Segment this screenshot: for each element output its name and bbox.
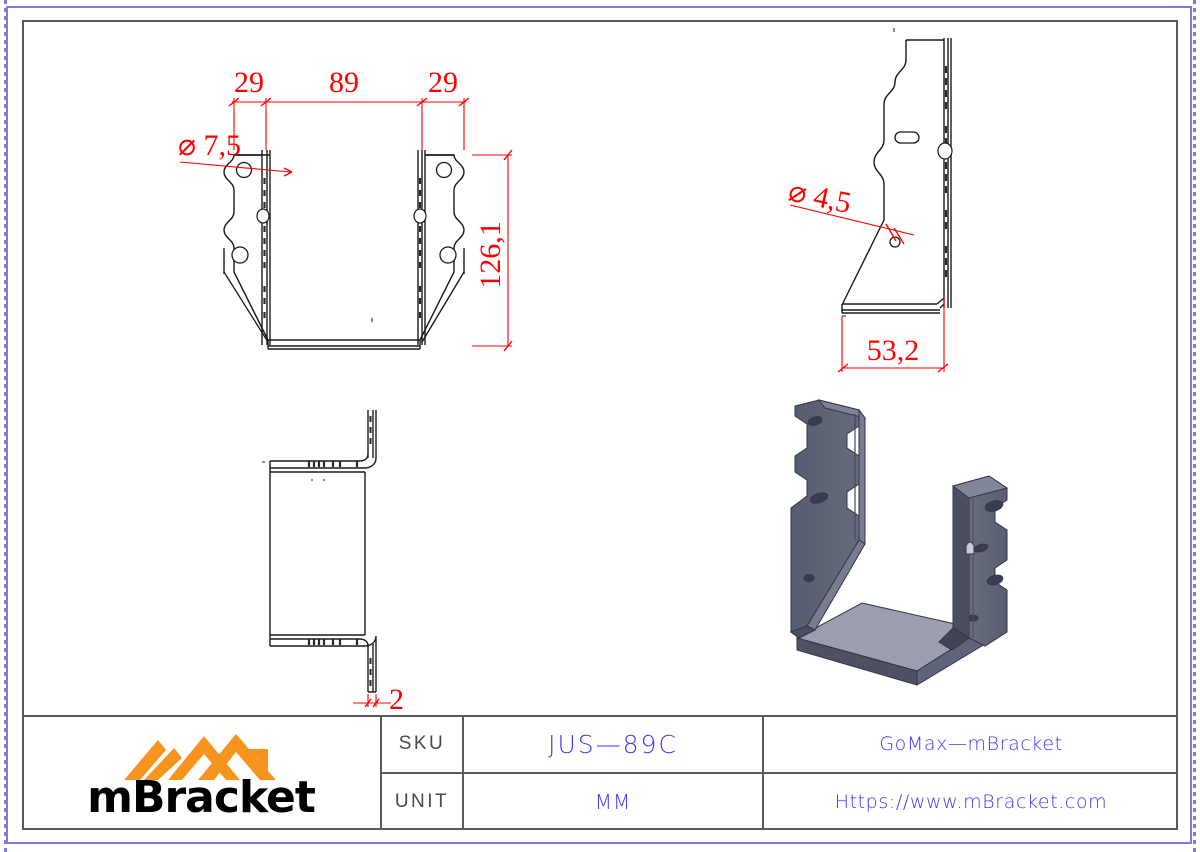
brand-url-text[interactable]: Https://www.mBracket.com bbox=[834, 790, 1108, 813]
isometric-3d-view bbox=[767, 388, 1087, 718]
label-unit-text: UNIT bbox=[394, 790, 450, 812]
value-unit-text: MM bbox=[594, 789, 632, 814]
side-view-geometry bbox=[841, 28, 953, 317]
label-sku-text: SKU bbox=[398, 733, 446, 755]
title-block-label-column: SKU UNIT bbox=[382, 717, 464, 830]
side-view-dimension-lines bbox=[789, 204, 949, 373]
title-block-label-unit: UNIT bbox=[382, 774, 462, 831]
iso-part-body bbox=[789, 399, 1009, 686]
side-elevation-view: ⌀ 4,5 53,2 bbox=[762, 20, 1092, 390]
page-border-dash-right bbox=[1193, 0, 1196, 852]
title-block-logo-cell: mBracket bbox=[22, 717, 382, 830]
title-block-value-column: JUS—89C MM bbox=[464, 717, 764, 830]
title-block-brand-name: GoMax—mBracket bbox=[764, 717, 1178, 774]
dimension-text-overall-height: 126,1 bbox=[474, 221, 507, 289]
roof-peaks-logo-icon bbox=[124, 733, 276, 780]
title-block-brand-url[interactable]: Https://www.mBracket.com bbox=[764, 774, 1178, 831]
dimension-text-left-flange-width: 29 bbox=[234, 66, 264, 99]
dimension-text-large-hole-diameter: ⌀ 7,5 bbox=[178, 129, 241, 162]
top-view-geometry bbox=[262, 410, 377, 693]
dimension-text-material-thickness: 2 bbox=[389, 683, 404, 715]
title-block-label-sku: SKU bbox=[382, 717, 462, 774]
dimension-text-right-flange-width: 29 bbox=[428, 66, 458, 99]
title-block: mBracket SKU UNIT JUS—89C MM GoMax—mBrac… bbox=[22, 715, 1178, 830]
front-view-dimension-lines bbox=[179, 97, 513, 352]
front-view-geometry bbox=[223, 150, 465, 350]
drawing-frame bbox=[22, 20, 1178, 830]
brand-name-text: GoMax—mBracket bbox=[879, 733, 1063, 756]
dimension-text-center-width: 89 bbox=[329, 66, 359, 99]
top-plan-view: 2 bbox=[237, 410, 467, 715]
front-elevation-view: 29 89 29 126,1 ⌀ 7,5 bbox=[172, 50, 552, 390]
dimension-text-side-depth: 53,2 bbox=[867, 334, 920, 367]
top-view-dimension-lines bbox=[353, 694, 391, 708]
brand-logo: mBracket bbox=[22, 717, 380, 830]
value-sku-text: JUS—89C bbox=[548, 729, 678, 759]
dimension-text-small-hole-diameter: ⌀ 4,5 bbox=[786, 175, 855, 220]
brand-logo-text: mBracket bbox=[87, 771, 316, 823]
title-block-value-sku: JUS—89C bbox=[464, 717, 762, 774]
title-block-value-unit: MM bbox=[464, 774, 762, 831]
page-border-dash-left bbox=[4, 0, 7, 852]
title-block-brand-column: GoMax—mBracket Https://www.mBracket.com bbox=[764, 717, 1178, 830]
drawing-area: 29 89 29 126,1 ⌀ 7,5 bbox=[22, 20, 1178, 715]
